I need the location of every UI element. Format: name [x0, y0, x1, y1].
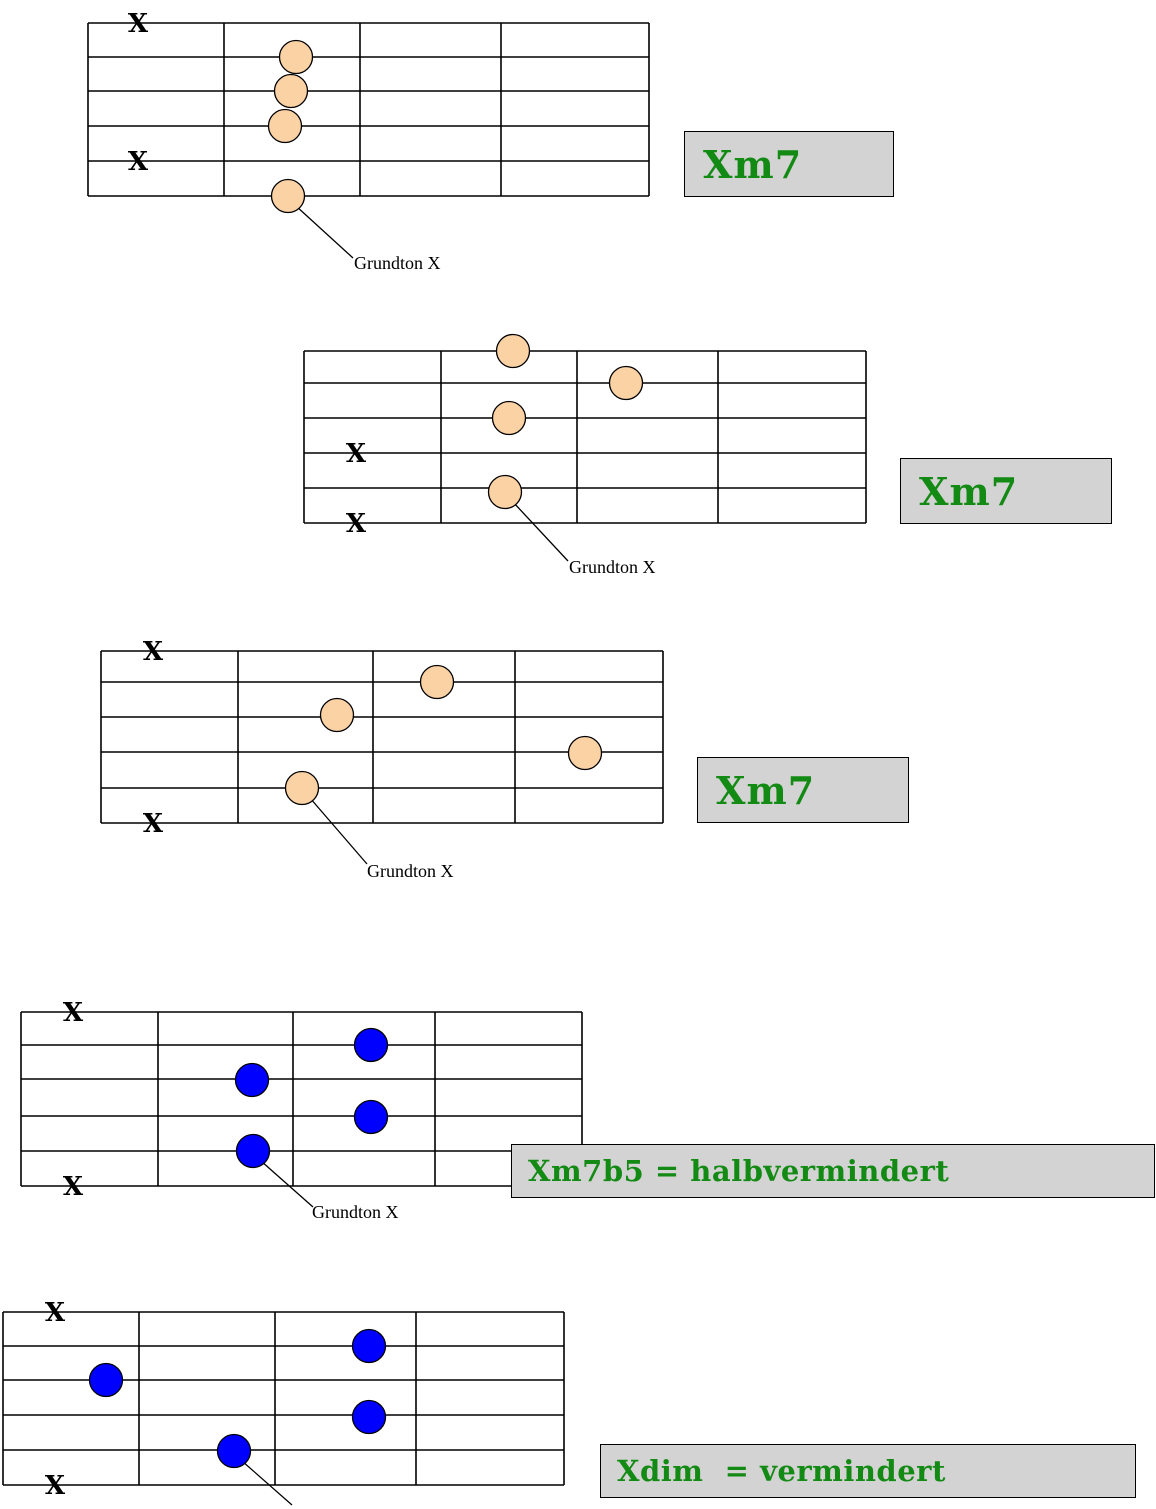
- chord-diagram-5: XX: [2, 1298, 565, 1506]
- muted-string-marker: X: [128, 147, 149, 177]
- muted-string-marker: X: [63, 1172, 84, 1202]
- finger-dot: [351, 1328, 387, 1364]
- root-leader-line: [295, 205, 354, 259]
- finger-dot: [419, 664, 455, 700]
- root-note-dot: [284, 770, 320, 806]
- chord-name-text: Xm7b5 = halbvermindert: [528, 1154, 950, 1188]
- finger-dot: [491, 400, 527, 436]
- root-note-dot: [270, 178, 306, 214]
- chord-name-box: Xm7: [684, 131, 894, 197]
- chord-name-box: Xm7: [697, 757, 909, 823]
- muted-string-marker: X: [45, 1298, 66, 1328]
- chord-name-text: Xdim = vermindert: [617, 1454, 946, 1488]
- chord-name-text: Xm7: [703, 141, 803, 187]
- root-note-dot: [487, 474, 523, 510]
- root-note-dot: [235, 1133, 271, 1169]
- finger-dot: [353, 1099, 389, 1135]
- muted-string-marker: X: [45, 1471, 66, 1501]
- finger-dot: [278, 39, 314, 75]
- chord-name-box: Xdim = vermindert: [600, 1444, 1136, 1498]
- muted-string-marker: X: [128, 9, 149, 39]
- chord-name-text: Xm7: [919, 468, 1019, 514]
- finger-dot: [319, 697, 355, 733]
- chord-name-box: Xm7: [900, 458, 1112, 524]
- root-leader-line: [309, 797, 368, 865]
- finger-dot: [608, 365, 644, 401]
- root-note-dot: [216, 1433, 252, 1469]
- root-note-label: Grundton X: [354, 253, 441, 273]
- finger-dot: [273, 73, 309, 109]
- muted-string-marker: X: [63, 998, 84, 1028]
- root-leader-line: [260, 1160, 314, 1208]
- chord-diagram-2: X X Grundton X: [303, 333, 867, 577]
- chord-diagram-3: X X Grundton X: [100, 637, 664, 881]
- chord-name-box: Xm7b5 = halbvermindert: [511, 1144, 1155, 1198]
- finger-dot: [351, 1399, 387, 1435]
- root-note-label: Grundton X: [569, 557, 656, 577]
- finger-dot: [353, 1027, 389, 1063]
- finger-dot: [267, 108, 303, 144]
- finger-dot: [88, 1362, 124, 1398]
- finger-dot: [234, 1062, 270, 1098]
- chord-diagram-1: X X Grundton X: [87, 9, 650, 273]
- muted-string-marker: X: [346, 439, 367, 469]
- muted-string-marker: X: [143, 637, 164, 667]
- root-note-label: Grundton X: [312, 1202, 399, 1222]
- root-leader-line: [512, 501, 569, 562]
- muted-string-marker: X: [346, 509, 367, 539]
- root-leader-line: [241, 1460, 293, 1506]
- root-note-label: Grundton X: [367, 861, 454, 881]
- chord-name-text: Xm7: [716, 767, 816, 813]
- muted-string-marker: X: [143, 809, 164, 839]
- finger-dot: [495, 333, 531, 369]
- finger-dot: [567, 735, 603, 771]
- chord-diagram-4: X X Grundton X: [20, 998, 583, 1222]
